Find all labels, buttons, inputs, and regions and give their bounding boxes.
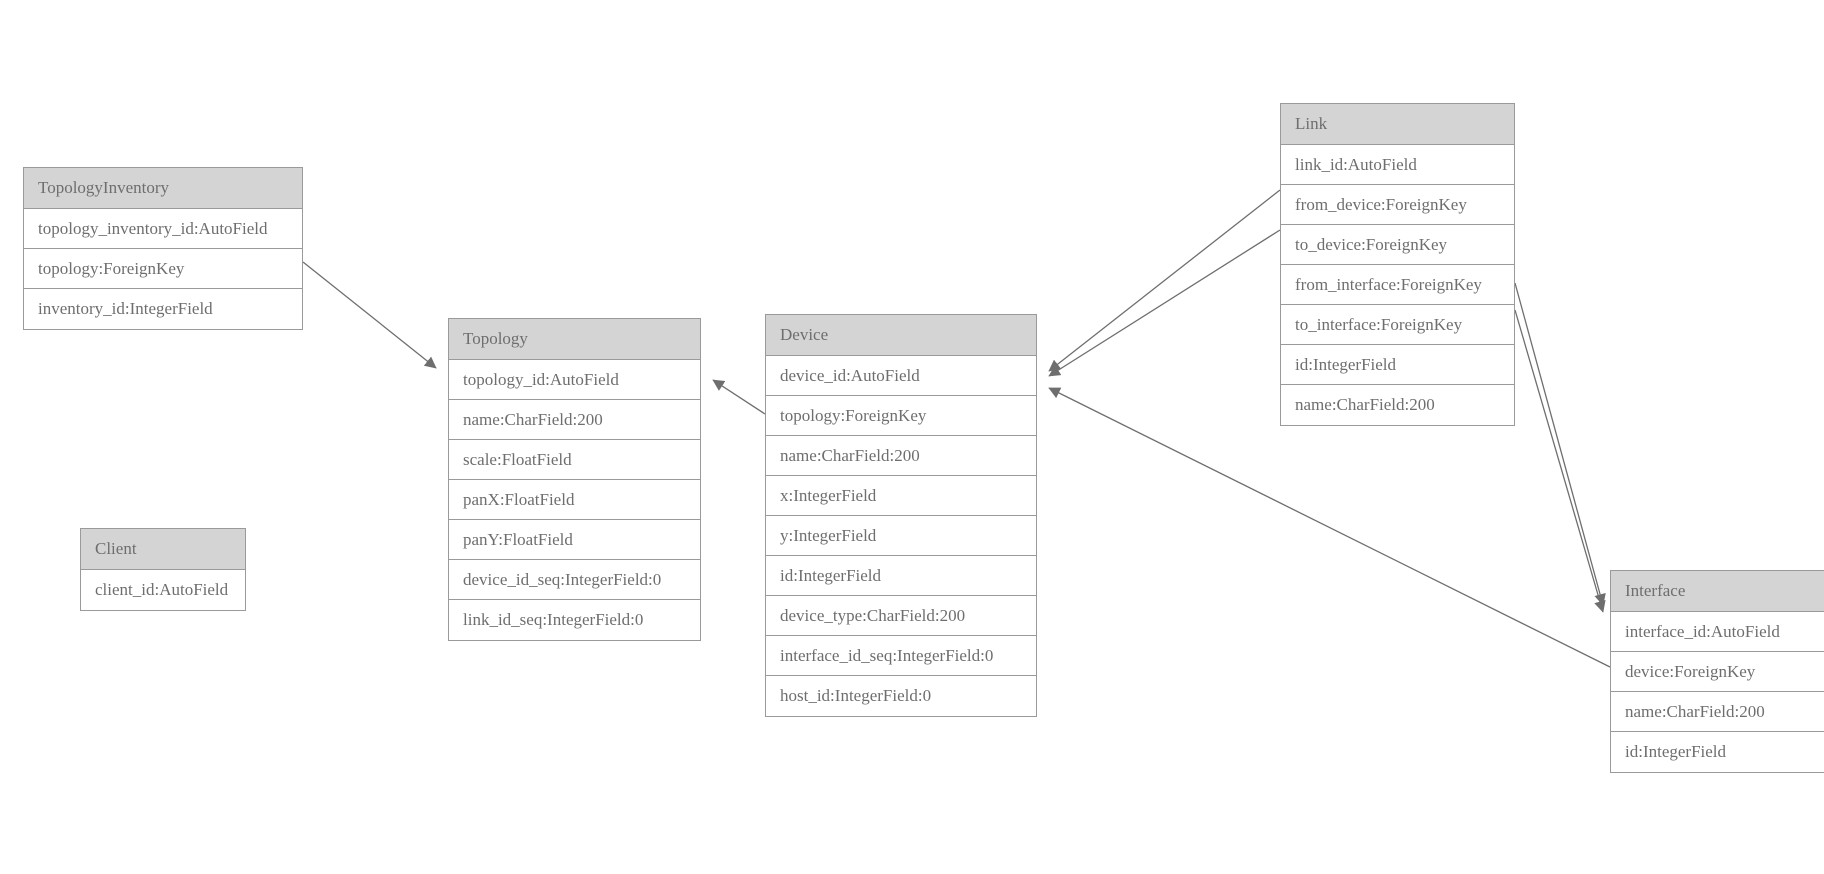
entity-field-row[interactable]: link_id_seq:IntegerField:0 bbox=[449, 600, 700, 640]
entity-field-row[interactable]: from_interface:ForeignKey bbox=[1281, 265, 1514, 305]
entity-field-row[interactable]: device_id_seq:IntegerField:0 bbox=[449, 560, 700, 600]
entity-field-row[interactable]: id:IntegerField bbox=[1281, 345, 1514, 385]
entity-field-row[interactable]: device:ForeignKey bbox=[1611, 652, 1824, 692]
entity-field-row[interactable]: inventory_id:IntegerField bbox=[24, 289, 302, 329]
entity-field-row[interactable]: panY:FloatField bbox=[449, 520, 700, 560]
entity-field-row[interactable]: to_interface:ForeignKey bbox=[1281, 305, 1514, 345]
entity-client[interactable]: Client client_id:AutoField bbox=[80, 528, 246, 611]
entity-field-row[interactable]: panX:FloatField bbox=[449, 480, 700, 520]
relationship-line-link-from-device bbox=[1048, 189, 1281, 372]
entity-field-row[interactable]: name:CharField:200 bbox=[766, 436, 1036, 476]
entity-field-row[interactable]: device_type:CharField:200 bbox=[766, 596, 1036, 636]
entity-title: Topology bbox=[449, 319, 700, 360]
entity-field-row[interactable]: id:IntegerField bbox=[1611, 732, 1824, 772]
entity-field-row[interactable]: interface_id:AutoField bbox=[1611, 612, 1824, 652]
entity-field-row[interactable]: host_id:IntegerField:0 bbox=[766, 676, 1036, 716]
entity-title: Interface bbox=[1611, 571, 1824, 612]
relationship-line-topologyinventory-topology bbox=[302, 261, 437, 369]
relationship-line-link-to-interface bbox=[1514, 309, 1606, 613]
entity-field-row[interactable]: topology_inventory_id:AutoField bbox=[24, 209, 302, 249]
entity-field-row[interactable]: interface_id_seq:IntegerField:0 bbox=[766, 636, 1036, 676]
entity-field-row[interactable]: topology_id:AutoField bbox=[449, 360, 700, 400]
entity-field-row[interactable]: id:IntegerField bbox=[766, 556, 1036, 596]
entity-field-row[interactable]: device_id:AutoField bbox=[766, 356, 1036, 396]
entity-title: Device bbox=[766, 315, 1036, 356]
relationship-line-interface-device bbox=[1048, 387, 1611, 668]
relationship-line-link-from-interface bbox=[1514, 282, 1606, 606]
entity-field-row[interactable]: topology:ForeignKey bbox=[24, 249, 302, 289]
entity-field-row[interactable]: to_device:ForeignKey bbox=[1281, 225, 1514, 265]
entity-field-row[interactable]: scale:FloatField bbox=[449, 440, 700, 480]
entity-field-row[interactable]: topology:ForeignKey bbox=[766, 396, 1036, 436]
entity-topology-inventory[interactable]: TopologyInventory topology_inventory_id:… bbox=[23, 167, 303, 330]
relationship-line-device-topology bbox=[712, 379, 766, 415]
entity-field-row[interactable]: x:IntegerField bbox=[766, 476, 1036, 516]
entity-field-row[interactable]: name:CharField:200 bbox=[449, 400, 700, 440]
entity-field-row[interactable]: name:CharField:200 bbox=[1611, 692, 1824, 732]
entity-field-row[interactable]: from_device:ForeignKey bbox=[1281, 185, 1514, 225]
entity-field-row[interactable]: client_id:AutoField bbox=[81, 570, 245, 610]
entity-field-row[interactable]: name:CharField:200 bbox=[1281, 385, 1514, 425]
entity-field-row[interactable]: y:IntegerField bbox=[766, 516, 1036, 556]
entity-title: TopologyInventory bbox=[24, 168, 302, 209]
entity-field-row[interactable]: link_id:AutoField bbox=[1281, 145, 1514, 185]
entity-title: Client bbox=[81, 529, 245, 570]
entity-field-list: client_id:AutoField bbox=[81, 570, 245, 610]
relationship-line-link-to-device bbox=[1048, 229, 1281, 377]
entity-title: Link bbox=[1281, 104, 1514, 145]
